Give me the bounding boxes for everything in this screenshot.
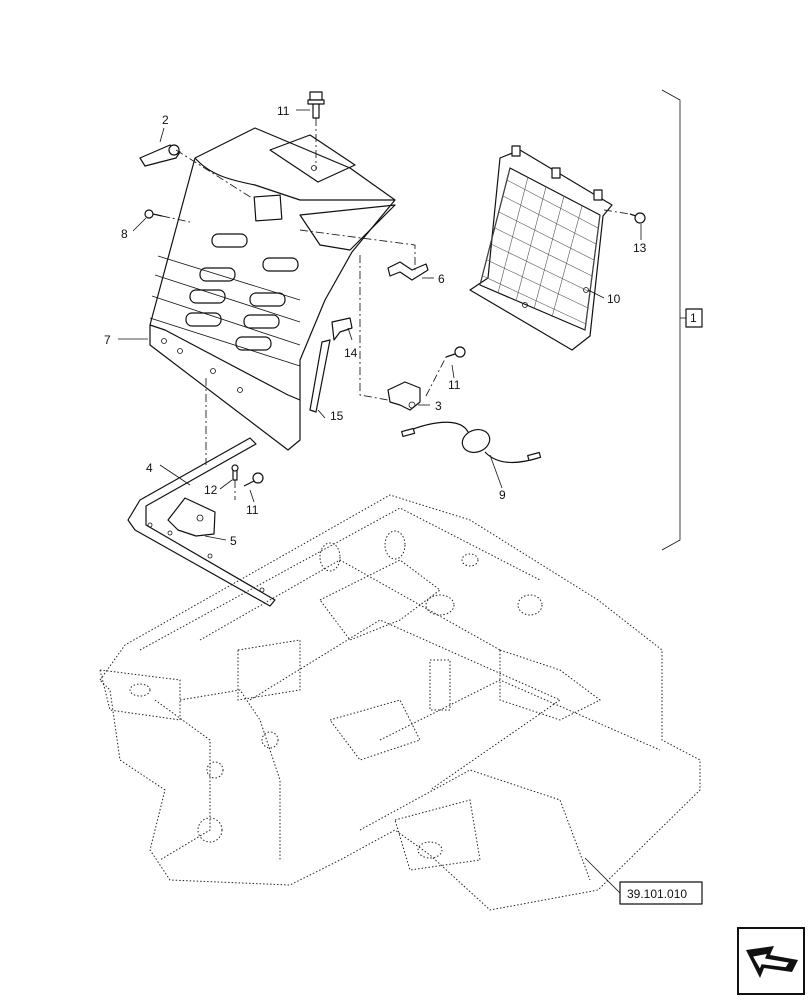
- callout-1: 1: [690, 311, 697, 325]
- machine-frame: [99, 494, 701, 911]
- mounting-rail-part: [127, 437, 276, 607]
- filter-screen-part: [469, 145, 613, 351]
- latch-bracket-part: [387, 381, 421, 411]
- callout-11-low: 11: [246, 503, 259, 517]
- clip-14-part: [331, 317, 353, 341]
- callout-11-mid: 11: [448, 378, 461, 392]
- callout-4: 4: [146, 461, 153, 475]
- bolt-11-mid-part: [445, 346, 466, 358]
- callout-8: 8: [121, 227, 128, 241]
- callout-11-top: 11: [277, 104, 290, 118]
- callout-1-box: [685, 308, 703, 328]
- bracket-6-part: [387, 261, 429, 281]
- callout-6: 6: [438, 272, 445, 286]
- callout-labels: 11 2 8 6 7 14 15 11 3 9 4 12 11 5 10 13 …: [104, 104, 703, 548]
- callout-10: 10: [607, 292, 621, 306]
- handle-part: [139, 144, 181, 167]
- bolt-13-part: [629, 212, 646, 224]
- bolt-11-low-part: [243, 472, 264, 487]
- guard-panel: [149, 127, 396, 451]
- cable-part: [401, 421, 542, 464]
- callout-leaders: [118, 89, 686, 894]
- screw-8-part: [144, 209, 163, 219]
- reference-label: 39.101.010: [627, 887, 687, 901]
- next-page-arrow-icon[interactable]: [737, 927, 805, 995]
- callout-7: 7: [104, 333, 111, 347]
- assembly-lines: [161, 118, 631, 500]
- callout-15: 15: [330, 409, 344, 423]
- callout-2: 2: [162, 113, 169, 127]
- callout-12: 12: [204, 483, 218, 497]
- callout-14: 14: [344, 346, 358, 360]
- callout-5: 5: [230, 534, 237, 548]
- hinge-bracket-part: [167, 497, 216, 537]
- reference-box[interactable]: 39.101.010: [619, 881, 703, 905]
- callout-13: 13: [633, 241, 647, 255]
- screw-12-part: [231, 464, 239, 481]
- bolt-top-part: [307, 91, 325, 119]
- seal-strip-part: [309, 339, 331, 413]
- callout-3: 3: [435, 399, 442, 413]
- callout-9: 9: [499, 488, 506, 502]
